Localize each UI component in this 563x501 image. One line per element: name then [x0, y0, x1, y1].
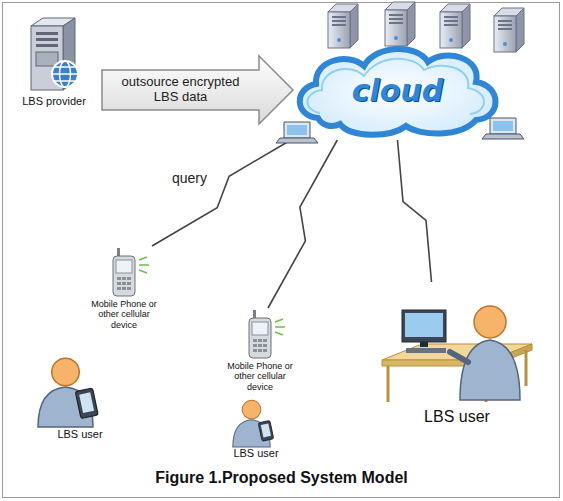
figure-caption: Figure 1.Proposed System Model	[0, 469, 563, 487]
cloud-shape-node: cloud	[290, 40, 505, 140]
server-icon	[494, 8, 524, 52]
node-label: Mobile Phone or other cellular device	[220, 360, 300, 393]
user-label: LBS user	[226, 447, 286, 460]
cloud-label: cloud	[348, 73, 448, 108]
user-icon	[233, 400, 274, 447]
node-label: LBS user	[372, 407, 542, 427]
desktop-user: LBS user	[372, 282, 542, 428]
mobile-phone: Mobile Phone or other cellular device	[220, 308, 300, 394]
user-icon	[38, 358, 98, 427]
wireless-link	[268, 140, 337, 308]
node-icon	[372, 282, 542, 407]
arrow-label: outsource encrypted LBS data	[108, 75, 253, 105]
server-icon	[440, 4, 470, 48]
figure-frame	[3, 3, 560, 498]
mobile-phone: Mobile Phone or other cellular device	[84, 246, 164, 332]
server-icon	[385, 2, 415, 46]
wireless-link	[152, 138, 294, 246]
node-icon	[8, 16, 100, 94]
server-icon	[328, 4, 358, 48]
outsource-arrow	[102, 56, 293, 124]
wireless-link	[398, 140, 432, 282]
node-label: LBS provider	[8, 94, 100, 109]
node-icon	[84, 246, 164, 298]
provider-server: LBS provider	[8, 16, 100, 109]
user-label: LBS user	[40, 428, 120, 441]
node-label: Mobile Phone or other cellular device	[84, 298, 164, 331]
node-icon	[220, 308, 300, 360]
link-label: query	[170, 170, 209, 186]
